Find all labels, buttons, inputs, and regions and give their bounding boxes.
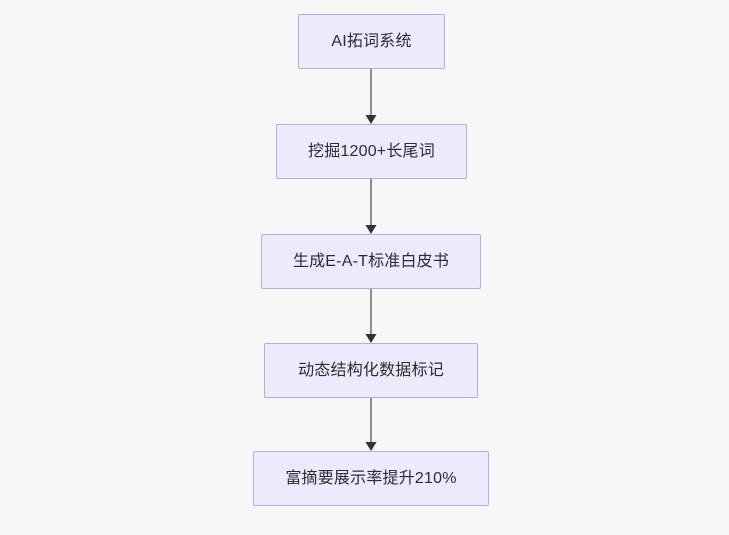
flowchart-node-label: 生成E-A-T标准白皮书 [292, 252, 450, 270]
flowchart-node-n3[interactable]: 生成E-A-T标准白皮书 [261, 234, 481, 289]
edge-n4-to-n5 [365, 398, 377, 451]
edge-n2-to-n3 [365, 179, 377, 234]
arrowhead-icon [365, 225, 377, 234]
arrowhead-icon [365, 115, 377, 124]
edge-n1-to-n2 [365, 69, 377, 124]
edge-n3-to-n4 [365, 289, 377, 343]
flowchart-node-n4[interactable]: 动态结构化数据标记 [264, 343, 478, 398]
flowchart-node-n2[interactable]: 挖掘1200+长尾词 [276, 124, 467, 179]
flowchart-node-label: 动态结构化数据标记 [298, 361, 444, 379]
flowchart-node-label: 富摘要展示率提升210% [285, 469, 457, 487]
flowchart-node-n5[interactable]: 富摘要展示率提升210% [253, 451, 489, 506]
arrowhead-icon [365, 334, 377, 343]
arrowhead-icon [365, 442, 377, 451]
flowchart-node-label: AI拓词系统 [331, 32, 412, 50]
flowchart-node-label: 挖掘1200+长尾词 [308, 142, 435, 160]
flowchart-node-n1[interactable]: AI拓词系统 [298, 14, 445, 69]
